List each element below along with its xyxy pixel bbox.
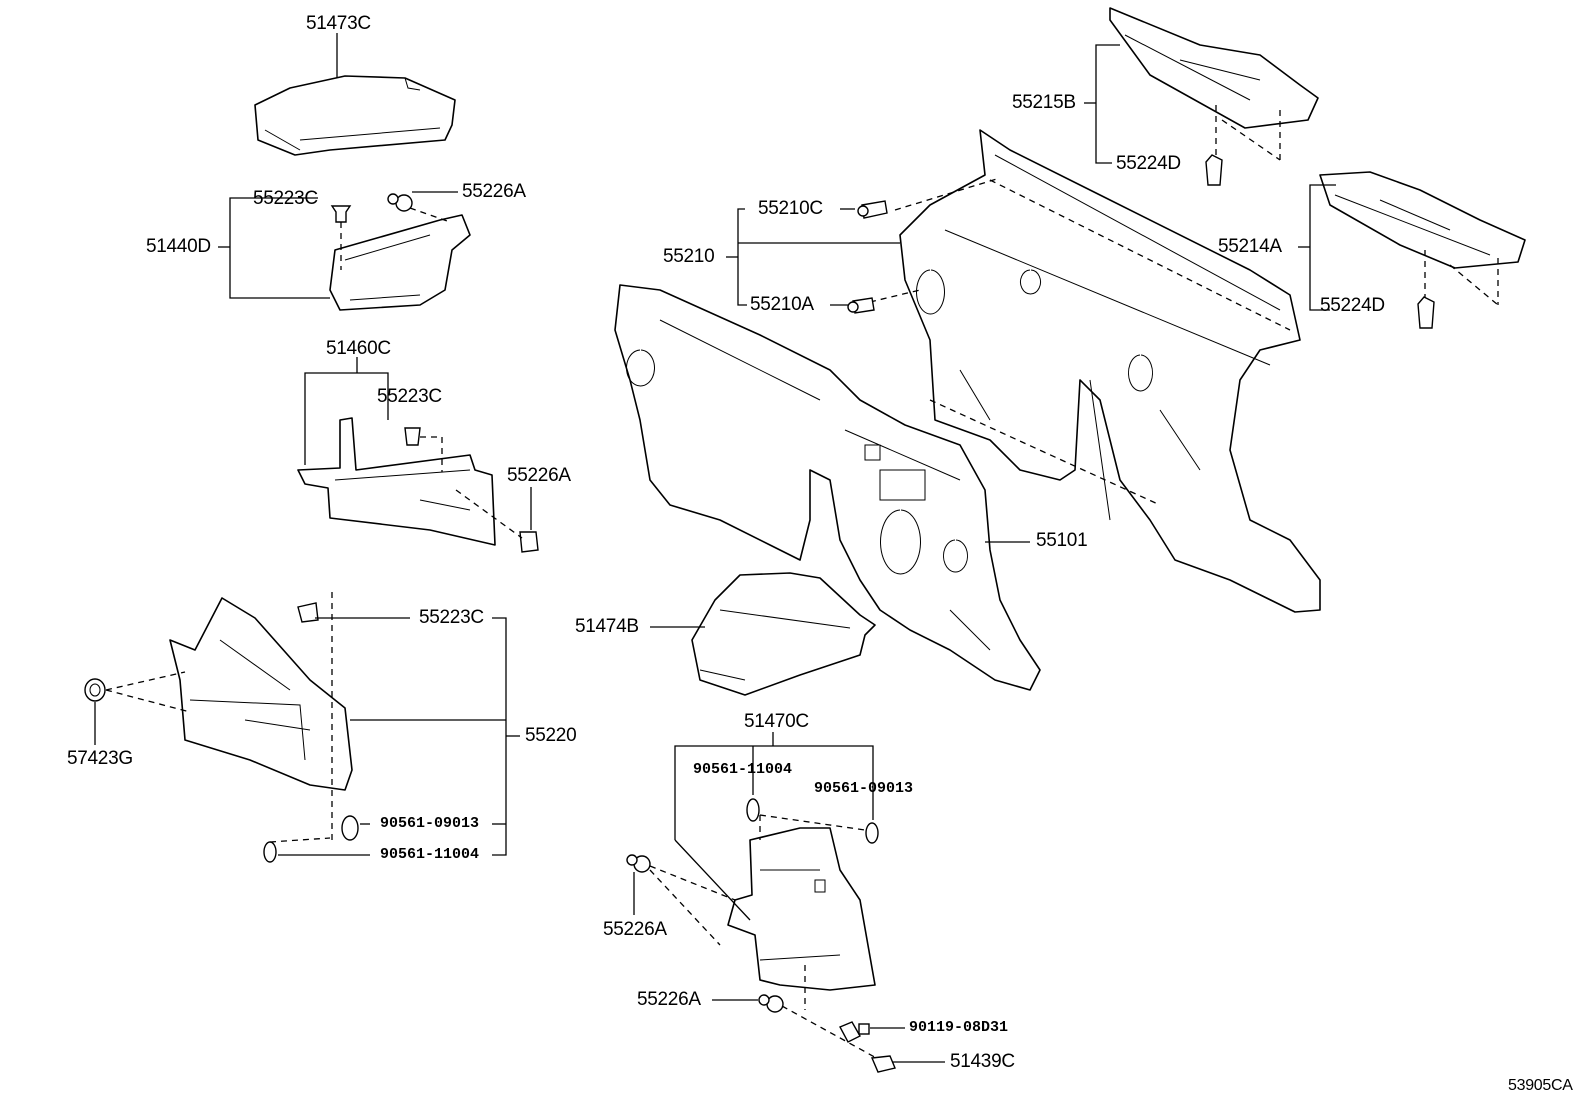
fastener-55226a-mid[interactable] (519, 531, 539, 553)
callout-51474b[interactable]: 51474B (575, 616, 639, 637)
callout-55223c-mid[interactable]: 55223C (377, 386, 442, 407)
callout-90561-11004-right[interactable]: 90561-11004 (693, 761, 793, 778)
part-55215b-insulator[interactable] (1109, 7, 1319, 129)
part-51474b-cover[interactable] (691, 572, 876, 696)
callout-55220[interactable]: 55220 (525, 725, 577, 746)
clip-51439c[interactable] (870, 1055, 896, 1073)
diagram-id: 53905CA (1508, 1077, 1573, 1094)
callout-55210c[interactable]: 55210C (758, 198, 823, 219)
part-51440d-panel[interactable] (329, 214, 471, 311)
part-55210-dash-silencer[interactable] (899, 129, 1321, 613)
part-51470c-bracket[interactable] (727, 827, 876, 991)
fastener-55223c-top[interactable] (330, 205, 352, 223)
callout-55224d-top[interactable]: 55224D (1116, 153, 1181, 174)
washer-90561-11004-right[interactable] (746, 798, 760, 822)
part-55220-silencer[interactable] (169, 597, 353, 791)
callout-55210a[interactable]: 55210A (750, 294, 814, 315)
callout-55226a-mid[interactable]: 55226A (507, 465, 571, 486)
fastener-55210c[interactable] (857, 200, 888, 219)
part-51473c-cover[interactable] (254, 75, 456, 156)
callout-51440d[interactable]: 51440D (146, 236, 211, 257)
clip-55224d-top[interactable] (1205, 154, 1223, 186)
clip-55224d-right[interactable] (1417, 296, 1435, 329)
callout-90561-09013-left[interactable]: 90561-09013 (380, 815, 480, 832)
callout-90561-09013-right[interactable]: 90561-09013 (814, 780, 914, 797)
callout-51460c[interactable]: 51460C (326, 338, 391, 359)
part-51460c-bracket[interactable] (297, 417, 496, 546)
callout-55214a[interactable]: 55214A (1218, 236, 1282, 257)
fastener-55226a-low1[interactable] (626, 854, 651, 873)
callout-57423g[interactable]: 57423G (67, 748, 133, 769)
bolt-90119-08d31[interactable] (839, 1021, 870, 1043)
callout-55226a-low2[interactable]: 55226A (637, 989, 701, 1010)
fastener-55226a-low2[interactable] (758, 994, 784, 1013)
callout-55223c-low[interactable]: 55223C (419, 607, 484, 628)
callout-55226a-low1[interactable]: 55226A (603, 919, 667, 940)
fastener-55210a[interactable] (847, 297, 875, 314)
fastener-55223c-mid[interactable] (404, 427, 421, 446)
callout-90119-08d31[interactable]: 90119-08D31 (909, 1019, 1009, 1036)
fastener-55223c-low[interactable] (297, 602, 319, 623)
grommet-57423g[interactable] (84, 678, 106, 702)
callout-55210[interactable]: 55210 (663, 246, 715, 267)
nut-90561-09013-left[interactable] (341, 815, 359, 841)
callout-55223c-top[interactable]: 55223C (253, 188, 318, 209)
callout-90561-11004-left[interactable]: 90561-11004 (380, 846, 480, 863)
callout-51439c[interactable]: 51439C (950, 1051, 1015, 1072)
callout-55215b[interactable]: 55215B (1012, 92, 1076, 113)
fastener-55226a-top[interactable] (387, 193, 413, 212)
callout-55224d-right[interactable]: 55224D (1320, 295, 1385, 316)
part-55214a-insulator[interactable] (1319, 171, 1526, 269)
washer-90561-11004-left[interactable] (263, 841, 277, 863)
part-55101-dash-insulator[interactable] (614, 284, 1041, 691)
callout-51473c[interactable]: 51473C (306, 13, 371, 34)
callout-55226a-top[interactable]: 55226A (462, 181, 526, 202)
callout-51470c[interactable]: 51470C (744, 711, 809, 732)
callout-55101[interactable]: 55101 (1036, 530, 1088, 551)
nut-90561-09013-right[interactable] (865, 822, 879, 844)
